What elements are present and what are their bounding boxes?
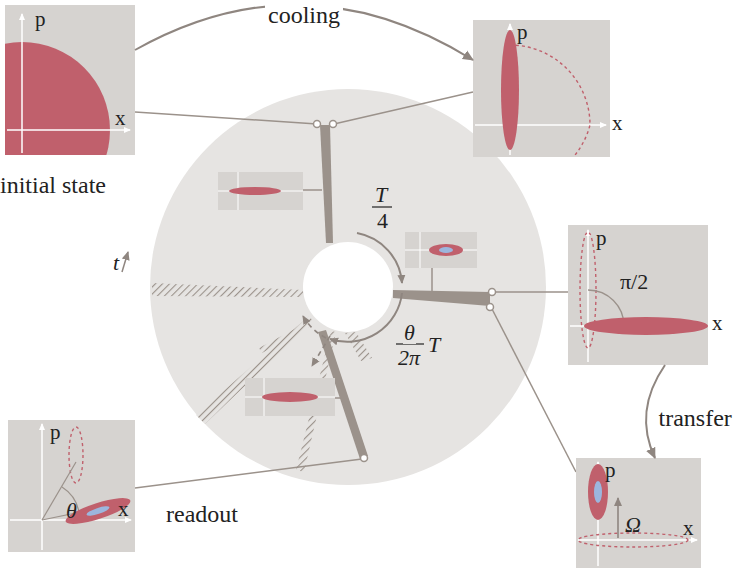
axis-label: x	[683, 518, 694, 539]
edge-label: transfer	[659, 406, 732, 430]
fraction-denominator: 2π	[397, 347, 421, 369]
axis-label: p	[50, 422, 61, 443]
fraction-numerator: T	[374, 184, 388, 206]
edge-label: cooling	[265, 3, 343, 27]
fraction-denominator: 4	[376, 210, 389, 232]
axis-label: p	[605, 460, 616, 481]
panel-heading: initial state	[0, 173, 106, 197]
axis-label: p	[517, 22, 528, 43]
axis-label: x	[115, 108, 126, 129]
axis-label: p	[596, 228, 607, 249]
time-label: t	[113, 252, 119, 274]
phase-space-panel: pπ/2x	[568, 225, 708, 365]
axis-label: x	[118, 499, 129, 520]
axis-label: Ω	[625, 514, 641, 536]
fraction-numerator: θ	[403, 322, 416, 344]
panel-heading: readout	[166, 502, 238, 526]
axis-label: p	[35, 9, 46, 30]
phase-space-panel: p x Ω	[576, 458, 701, 568]
phase-space-panel: pxinitial state	[5, 5, 135, 155]
phase-space-panel: px	[473, 20, 610, 157]
phase-space-panel: pθxreadout	[8, 420, 135, 552]
axis-label: π/2	[620, 271, 648, 293]
axis-label: x	[712, 313, 723, 334]
axis-label: x	[612, 113, 623, 134]
axis-label: θ	[66, 500, 77, 522]
period-symbol: T	[427, 334, 441, 356]
